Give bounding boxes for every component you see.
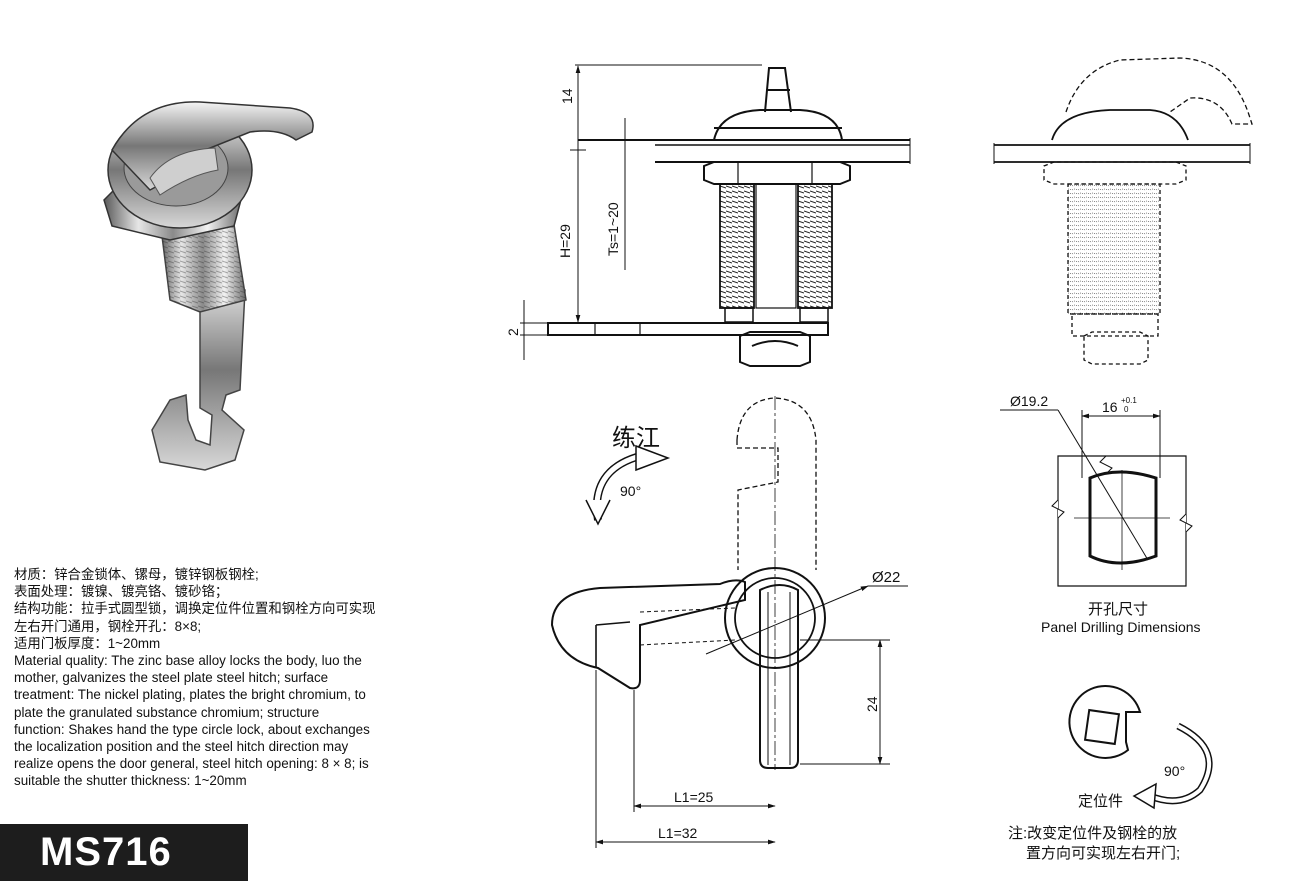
spec-en-line: suitable the shutter thickness: 1~20mm	[14, 773, 247, 789]
spec-en-line: mother, galvanizes the steel plate steel…	[14, 670, 329, 686]
spec-cn-line: 结构功能：拉手式圆型锁，调换定位件位置和钢栓方向可实现	[14, 601, 376, 617]
dim-thickness: Ts=1~20	[605, 202, 621, 256]
side-view	[520, 64, 911, 367]
product-photo	[103, 101, 314, 471]
spec-en-line: treatment: The nickel plating, plates th…	[14, 687, 366, 703]
dim-dia22: Ø22	[872, 569, 900, 586]
spec-text: 材质：锌合金锁体、镙母，镀锌钢板钢栓; 表面处理：镀镍、镀亮铬、镀砂铬； 结构功…	[14, 566, 454, 790]
panel-drilling	[1000, 409, 1193, 587]
dim-height: H=29	[557, 224, 573, 258]
rotation-right: 90°	[1164, 763, 1185, 779]
panel-drilling-en: Panel Drilling Dimensions	[1041, 619, 1201, 635]
spec-cn-line: 左右开门通用，钢栓开孔：8×8;	[14, 618, 202, 634]
rotation-left: 90°	[620, 483, 641, 499]
dim-plate: 2	[505, 328, 521, 336]
model-badge: MS716	[0, 824, 248, 881]
dim-l1-32: L1=32	[658, 825, 698, 841]
note-line-1: 注:改变定位件及钢栓的放	[1008, 825, 1177, 842]
spec-cn-line: 材质：锌合金锁体、镙母，镀锌钢板钢栓;	[14, 567, 259, 582]
side-view-right	[993, 57, 1253, 365]
front-view	[550, 396, 908, 848]
dim-dia19: Ø19.2	[1010, 393, 1048, 409]
positioner	[1068, 685, 1213, 810]
spec-en-line: realize opens the door general, steel hi…	[14, 756, 369, 772]
spec-en-line: plate the granulated substance chromium;…	[14, 704, 320, 720]
positioner-label: 定位件	[1078, 793, 1123, 810]
spec-en-line: the localization position and the steel …	[14, 739, 349, 755]
spec-en-line: function: Shakes hand the type circle lo…	[14, 721, 370, 737]
brand-mark: 练江	[612, 425, 660, 452]
panel-drilling-cn: 开孔尺寸	[1088, 601, 1148, 618]
spec-cn-line: 适用门板厚度：1~20mm	[14, 635, 161, 651]
dim-l1-25: L1=25	[674, 789, 714, 805]
spec-en-line: Material quality: The zinc base alloy lo…	[14, 653, 362, 669]
dim-top: 14	[559, 88, 575, 104]
spec-cn-line: 表面处理：镀镍、镀亮铬、镀砂铬；	[14, 584, 229, 600]
dim-w16: 16	[1102, 399, 1118, 415]
note-line-2: 置方向可实现左右开门;	[1026, 845, 1180, 862]
dim-24: 24	[864, 696, 880, 712]
dim-w16-tol-low: 0	[1124, 405, 1129, 414]
dim-w16-tol-up: +0.1	[1121, 396, 1137, 405]
